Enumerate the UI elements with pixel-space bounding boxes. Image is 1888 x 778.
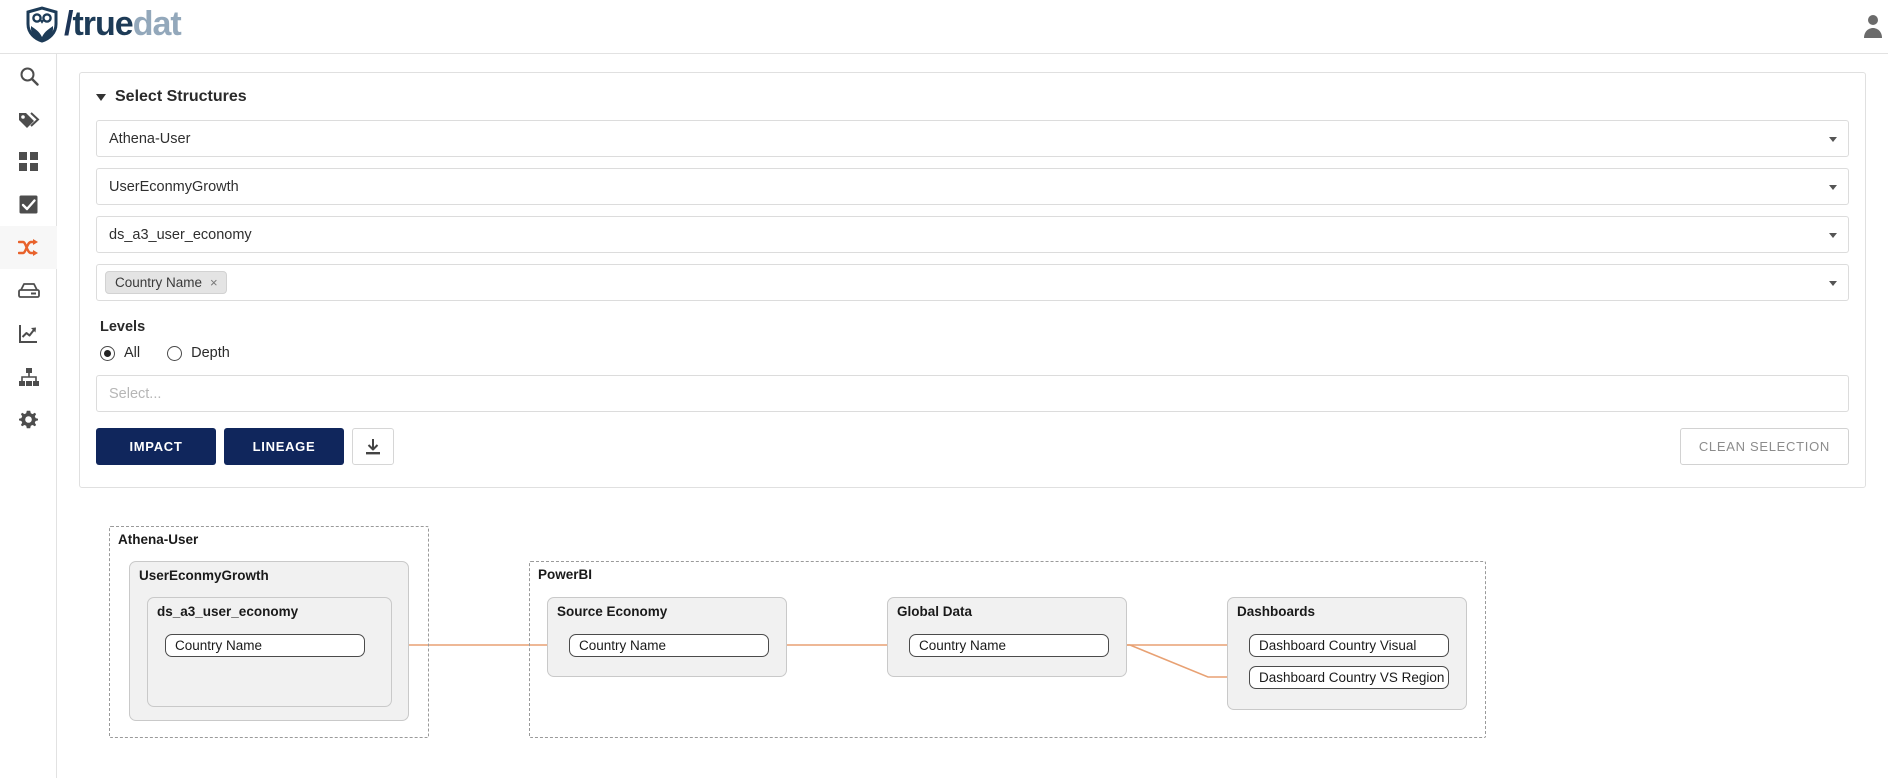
levels-radio-group: All Depth — [100, 345, 1849, 361]
depth-select-input[interactable] — [96, 375, 1849, 412]
group-athena-user-label: Athena-User — [118, 532, 199, 547]
structure-select[interactable]: ds_a3_user_economy — [96, 216, 1849, 253]
chevron-down-icon — [1829, 232, 1837, 238]
sidebar-item-quality[interactable] — [0, 183, 57, 226]
check-icon — [19, 195, 38, 214]
chip-label: Country Name — [115, 275, 203, 290]
field-country-name-athena[interactable]: Country Name — [165, 634, 365, 657]
user-account-icon[interactable] — [1860, 12, 1882, 38]
system-select-value: Athena-User — [109, 130, 191, 147]
left-sidebar — [0, 54, 57, 778]
impact-button[interactable]: IMPACT — [96, 428, 216, 465]
database-icon — [17, 283, 40, 298]
sidebar-item-metrics[interactable] — [0, 312, 57, 355]
sidebar-item-domains[interactable] — [0, 140, 57, 183]
chevron-down-icon — [1829, 280, 1837, 286]
sidebar-item-tags[interactable] — [0, 97, 57, 140]
chevron-down-icon — [1829, 136, 1837, 142]
lineage-button[interactable]: LINEAGE — [224, 428, 344, 465]
sidebar-item-lineage[interactable] — [0, 226, 57, 269]
card-header: Select Structures — [96, 88, 1849, 106]
download-button[interactable] — [352, 428, 394, 465]
radio-all-label: All — [124, 345, 141, 361]
selected-field-chip[interactable]: Country Name × — [105, 271, 227, 294]
chevron-down-icon — [1829, 184, 1837, 190]
box-dashboards-label: Dashboards — [1237, 604, 1316, 619]
chart-icon — [19, 325, 37, 343]
logo-dat: dat — [132, 5, 182, 43]
gear-icon — [19, 410, 38, 429]
radio-depth-label: Depth — [191, 345, 230, 361]
tags-icon — [18, 111, 39, 128]
box-usereconmygrowth-label: UserEconmyGrowth — [139, 568, 269, 583]
shuffle-icon — [18, 239, 38, 256]
radio-all[interactable] — [100, 345, 115, 361]
field-dashboard-country-visual[interactable]: Dashboard Country Visual — [1249, 634, 1449, 657]
main-content: Select Structures Athena-User UserEconmy… — [57, 54, 1888, 778]
select-structures-card: Select Structures Athena-User UserEconmy… — [79, 72, 1866, 488]
field-select[interactable]: Country Name × — [96, 264, 1849, 301]
sitemap-icon — [18, 367, 39, 386]
levels-label: Levels — [100, 319, 146, 335]
owl-shield-icon — [26, 6, 58, 43]
group-select-value: UserEconmyGrowth — [109, 178, 239, 195]
action-button-row: IMPACT LINEAGE CLEAN SELECTION — [96, 428, 1849, 465]
collapse-caret-icon[interactable] — [96, 93, 106, 101]
clean-selection-button[interactable]: CLEAN SELECTION — [1679, 428, 1849, 465]
top-bar: /truedat — [0, 0, 1888, 54]
radio-depth[interactable] — [167, 345, 183, 361]
structure-select-value: ds_a3_user_economy — [109, 226, 252, 243]
logo-wordmark: /truedat — [64, 4, 182, 44]
logo-slash: / — [64, 5, 74, 43]
group-powerbi — [529, 561, 1486, 738]
group-select[interactable]: UserEconmyGrowth — [96, 168, 1849, 205]
system-select[interactable]: Athena-User — [96, 120, 1849, 157]
sidebar-item-settings[interactable] — [0, 398, 57, 441]
group-athena-user — [109, 526, 429, 738]
close-icon[interactable]: × — [210, 275, 218, 290]
download-icon — [366, 438, 380, 454]
sidebar-item-search[interactable] — [0, 54, 57, 97]
sidebar-item-hierarchy[interactable] — [0, 355, 57, 398]
group-powerbi-label: PowerBI — [538, 567, 593, 582]
field-country-name-source[interactable]: Country Name — [569, 634, 769, 657]
sidebar-item-sources[interactable] — [0, 269, 57, 312]
logo-true: true — [72, 5, 133, 43]
box-global-data-label: Global Data — [897, 604, 973, 619]
page-title: Select Structures — [115, 88, 247, 105]
app-logo[interactable]: /truedat — [22, 4, 182, 44]
box-ds-a3-user-economy-label: ds_a3_user_economy — [157, 604, 299, 619]
field-country-name-global[interactable]: Country Name — [909, 634, 1109, 657]
grid-icon — [19, 152, 38, 171]
search-icon — [20, 67, 39, 86]
box-source-economy-label: Source Economy — [557, 604, 668, 619]
field-dashboard-country-vs-region[interactable]: Dashboard Country VS Region — [1249, 666, 1449, 689]
